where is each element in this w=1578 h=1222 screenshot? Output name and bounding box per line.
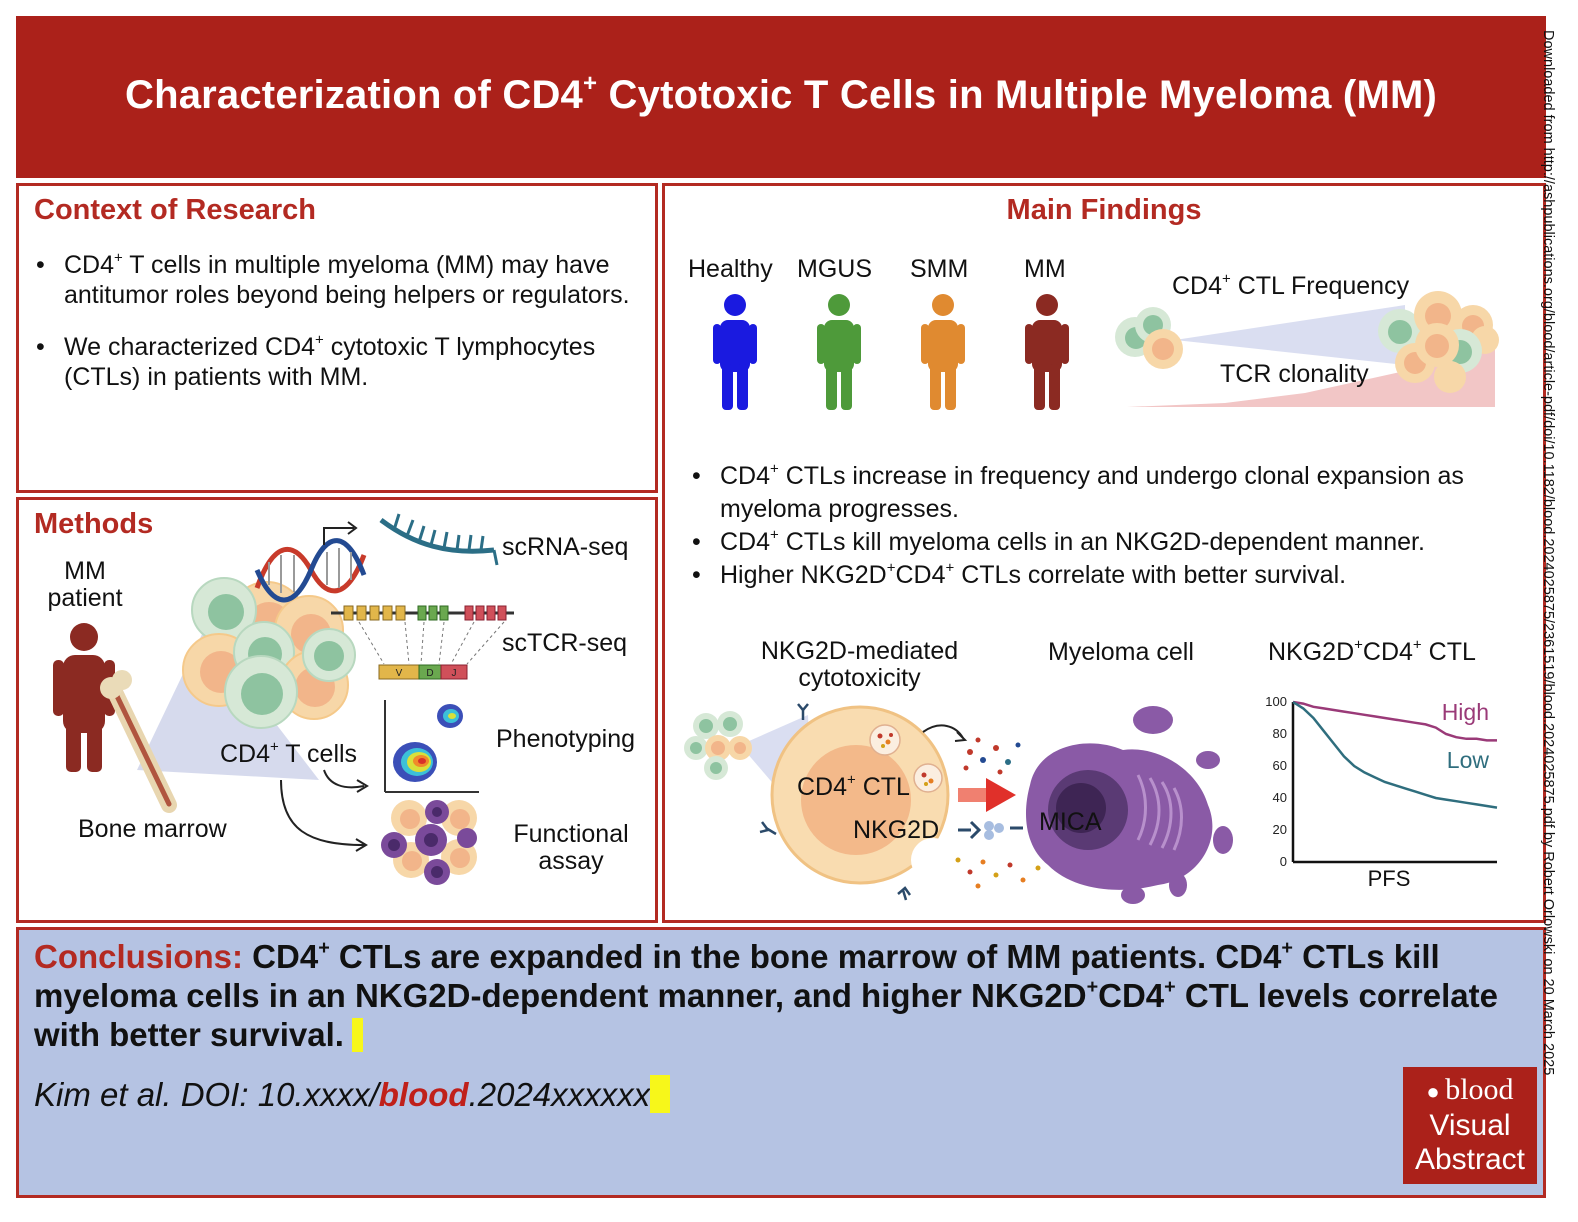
frequency-wedge: [1175, 305, 1405, 365]
segment-d-label: D: [426, 668, 433, 679]
person-icon-mgus: [817, 294, 861, 410]
conclusions-panel: [16, 927, 1546, 1198]
y-tick-label: 0: [1280, 854, 1287, 869]
nkg2d-mediated-label: NKG2D-mediated cytotoxicity: [760, 637, 959, 692]
download-note: Downloaded from http://ashpublications.o…: [1540, 30, 1556, 1076]
header-banner: [16, 16, 1546, 178]
context-heading: Context of Research: [34, 194, 317, 226]
nkg2d-label: NKG2D: [853, 816, 940, 844]
highlight-mark: [351, 1018, 363, 1052]
page-title: Characterization of CD4+ Cytotoxic T Cel…: [124, 70, 1438, 117]
segment-j-label: J: [452, 668, 457, 679]
mm-patient-label: MM patient: [47, 557, 123, 612]
myeloma-cell: [1025, 706, 1233, 904]
small-ctl-group: [684, 711, 752, 780]
ctl-frequency-label: CD4+ CTL Frequency: [1172, 270, 1410, 301]
findings-panel: [662, 183, 1546, 923]
person-icon-healthy: [713, 294, 757, 410]
group-label-healthy: Healthy: [688, 255, 773, 283]
granule-icon: [869, 724, 943, 793]
highlight-mark: [650, 1075, 671, 1113]
series-label-high: High: [1442, 699, 1489, 725]
receptor-icons: [759, 703, 912, 901]
person-icon-smm: [921, 294, 965, 410]
cell-cluster: [182, 577, 356, 729]
myeloma-cell-label: Myeloma cell: [1048, 638, 1194, 666]
findings-bullet: CD4+ CTLs increase in frequency and unde…: [690, 460, 1530, 526]
x-axis-label: PFS: [1368, 866, 1411, 891]
patient-groups-figure: [713, 294, 1069, 410]
cd4-t-cells-label: CD4+ T cells: [220, 738, 358, 769]
group-label-smm: SMM: [910, 255, 969, 283]
kill-arrow-icon: [958, 778, 1016, 812]
conclusions-label: Conclusions:: [34, 938, 244, 975]
methods-panel: [16, 497, 658, 923]
phenotyping-label: Phenotyping: [496, 725, 636, 753]
y-tick-label: 40: [1273, 790, 1287, 805]
group-label-mm: MM: [1024, 255, 1066, 283]
person-icon-mm: [1025, 294, 1069, 410]
ctl-cell: [770, 705, 955, 885]
dna-icon: [254, 538, 367, 603]
blood-drop-icon: ●: [1426, 1079, 1446, 1104]
release-arrow-icon: [922, 724, 964, 739]
context-bullet: We characterized CD4+ cytotoxic T lympho…: [34, 332, 634, 392]
segment-v-label: V: [396, 668, 403, 679]
group-label-mgus: MGUS: [797, 255, 872, 283]
sctcr-seq-label: scTCR-seq: [502, 629, 628, 657]
context-bullets: CD4+ T cells in multiple myeloma (MM) ma…: [34, 250, 634, 392]
cytotoxicity-illustration: [684, 703, 1233, 904]
y-tick-label: 60: [1273, 758, 1287, 773]
functional-assay-cells: [381, 800, 477, 885]
chart-title: NKG2D+CD4+ CTL: [1268, 636, 1476, 667]
series-label-low: Low: [1447, 747, 1490, 773]
y-tick-label: 100: [1265, 694, 1287, 709]
methods-illustration: V D J: [53, 513, 514, 885]
tcr-gene-segments: [331, 605, 514, 680]
bone-icon: [100, 670, 177, 813]
frequency-clonality-figure: [1115, 291, 1499, 407]
context-panel: [16, 183, 658, 493]
findings-bullets: CD4+ CTLs increase in frequency and unde…: [690, 460, 1530, 592]
citation: Kim et al. DOI: 10.xxxx/blood.2024xxxxxx: [34, 1075, 671, 1115]
context-bullet: CD4+ T cells in multiple myeloma (MM) ma…: [34, 250, 634, 310]
findings-bullet: Higher NKG2D+CD4+ CTLs correlate with be…: [690, 559, 1530, 592]
rna-icon: [379, 513, 499, 566]
patient-person-icon: [53, 623, 115, 772]
nkg2d-mica-binding-icon: [958, 820, 1023, 840]
method-arrows-icon: [280, 769, 369, 852]
cd4-ctl-label: CD4+ CTL: [797, 771, 910, 802]
large-cell-group: [1378, 291, 1499, 393]
conclusions-text: Conclusions: CD4+ CTLs are expanded in t…: [34, 937, 1498, 1053]
transcription-arrow-icon: [323, 521, 358, 545]
tcr-clonality-label: TCR clonality: [1220, 360, 1369, 388]
functional-assay-label: Functional assay: [513, 820, 629, 875]
scrna-seq-label: scRNA-seq: [502, 533, 629, 561]
findings-heading: Main Findings: [1006, 194, 1202, 226]
tcr-clonality-area: [1127, 347, 1495, 407]
y-tick-label: 20: [1273, 822, 1287, 837]
series-line-low: [1292, 700, 1498, 809]
released-granules: [955, 737, 1041, 889]
methods-heading: Methods: [34, 508, 154, 540]
y-tick-label: 80: [1273, 726, 1287, 741]
blood-visual-abstract-logo: ● blood Visual Abstract: [1403, 1067, 1537, 1184]
mica-label: MICA: [1039, 808, 1102, 836]
small-cell-group: [1115, 307, 1183, 369]
flow-plot: [384, 700, 479, 793]
series-line-high: [1292, 700, 1497, 742]
findings-bullet: CD4+ CTLs kill myeloma cells in an NKG2D…: [690, 526, 1530, 559]
bone-marrow-label: Bone marrow: [78, 815, 227, 843]
